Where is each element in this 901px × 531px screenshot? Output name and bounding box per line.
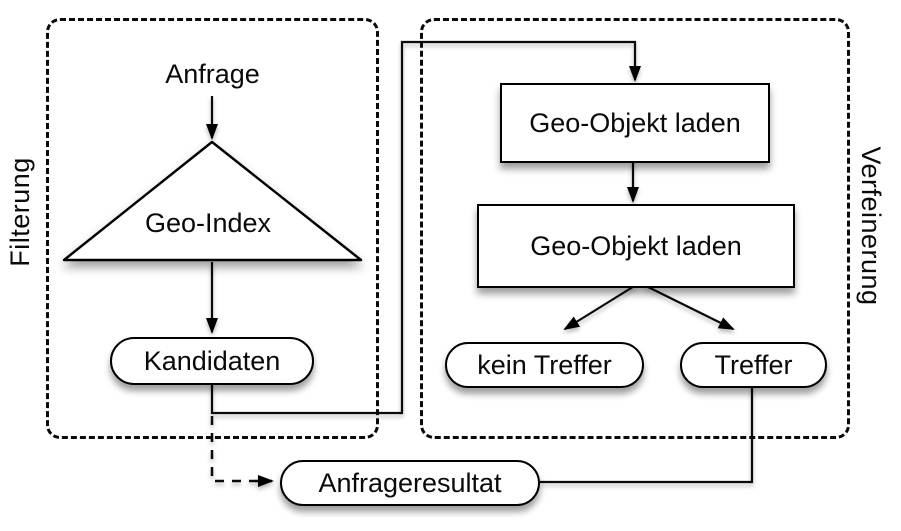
geo-objekt-laden-node-2: Geo-Objekt laden <box>477 204 795 288</box>
anfrage-node: Anfrage <box>165 59 260 89</box>
anfrageresultat-node: Anfrageresultat <box>280 460 540 506</box>
edge-load2-to-treffer <box>643 284 735 330</box>
kein-treffer-node: kein Treffer <box>445 342 644 388</box>
edge-treffer-to-anfrageresultat <box>540 385 754 484</box>
refinement-region-box <box>420 18 850 439</box>
edge-kandidaten-to-load1 <box>210 40 641 415</box>
filtering-region-label: Filterung <box>5 157 35 267</box>
geo-objekt-laden-node-1: Geo-Objekt laden <box>500 83 770 163</box>
edge-load2-to-kein-treffer <box>563 284 637 331</box>
refinement-region-label: Verfeinerung <box>856 146 886 306</box>
edge-kandidaten-to-anfrageresultat-dashed <box>210 416 274 487</box>
geo-index-label: Geo-Index <box>144 208 272 238</box>
treffer-node: Treffer <box>680 342 827 388</box>
kandidaten-node: Kandidaten <box>110 337 314 385</box>
